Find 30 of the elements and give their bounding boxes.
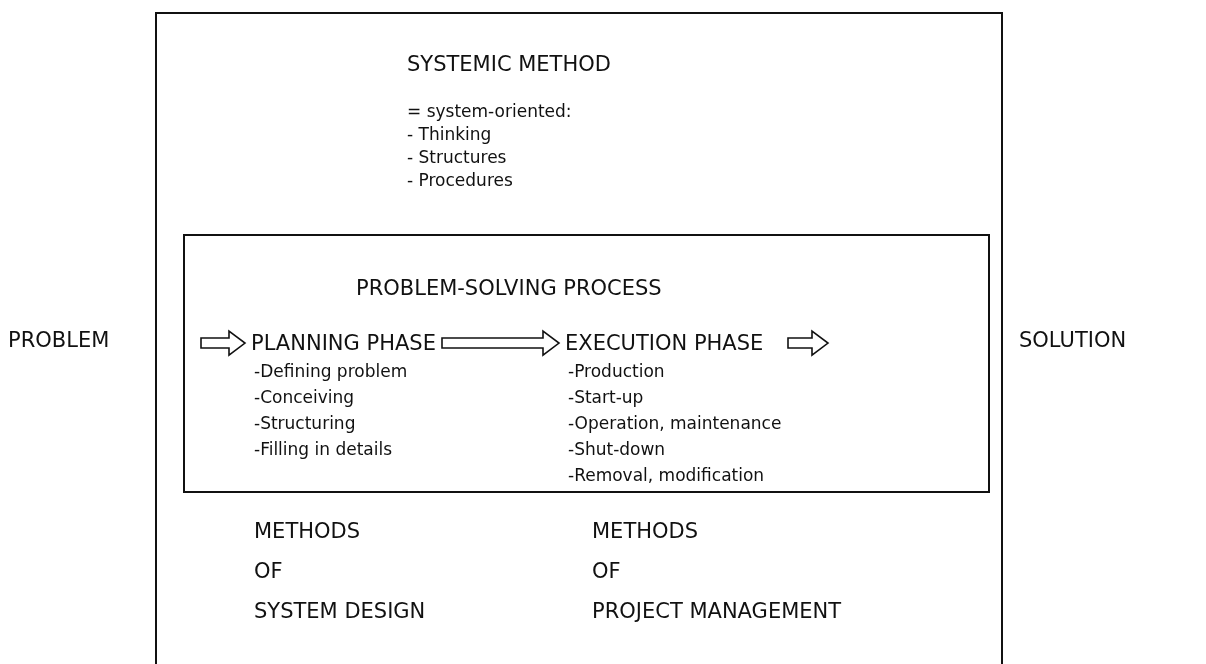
process-frame bbox=[183, 234, 990, 493]
list-item-text: -Defining problem bbox=[254, 362, 408, 382]
list-item-text: - Thinking bbox=[407, 125, 492, 145]
list-item-text: -Operation, maintenance bbox=[568, 414, 782, 434]
list-item-text: -Conceiving bbox=[254, 388, 355, 408]
heading-text: SYSTEMIC METHOD bbox=[407, 52, 611, 77]
list-item-text: -Removal, modification bbox=[568, 466, 765, 486]
caption-text: PROJECT MANAGEMENT bbox=[592, 599, 842, 624]
caption-text: OF bbox=[592, 559, 621, 584]
list-item-text: - Structures bbox=[407, 148, 507, 168]
caption-text: METHODS bbox=[592, 519, 699, 544]
list-item-text: -Start-up bbox=[568, 388, 644, 408]
heading-text: EXECUTION PHASE bbox=[565, 331, 764, 356]
list-item-text: = system-oriented: bbox=[407, 102, 572, 122]
heading-text: PLANNING PHASE bbox=[251, 331, 436, 356]
caption-text: SYSTEM DESIGN bbox=[254, 599, 426, 624]
hollow-arrow bbox=[200, 329, 247, 357]
list-item-text: -Production bbox=[568, 362, 665, 382]
hollow-arrow bbox=[787, 329, 830, 357]
label-text: SOLUTION bbox=[1019, 328, 1127, 353]
hollow-arrow bbox=[441, 329, 561, 357]
caption-text: OF bbox=[254, 559, 283, 584]
outer-frame bbox=[155, 12, 1003, 664]
list-item-text: -Shut-down bbox=[568, 440, 666, 460]
heading-text: PROBLEM-SOLVING PROCESS bbox=[356, 276, 662, 301]
label-text: PROBLEM bbox=[8, 328, 110, 353]
list-item-text: - Procedures bbox=[407, 171, 513, 191]
list-item-text: -Structuring bbox=[254, 414, 356, 434]
caption-text: METHODS bbox=[254, 519, 361, 544]
list-item-text: -Filling in details bbox=[254, 440, 393, 460]
